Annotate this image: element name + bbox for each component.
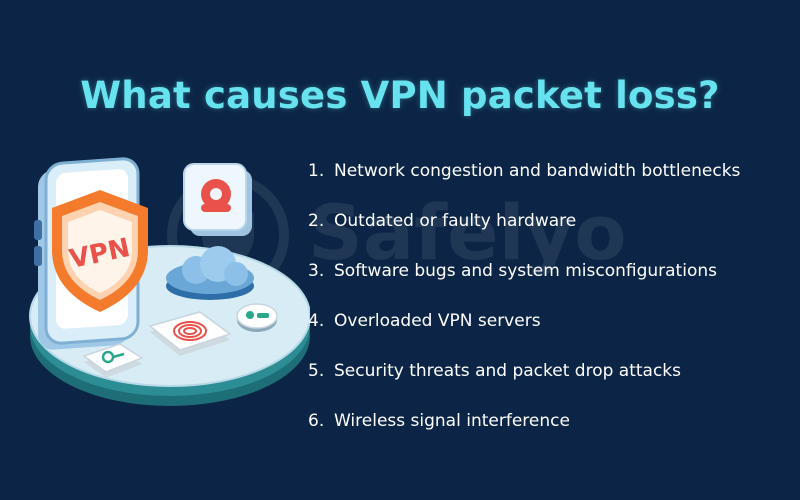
key-icon [82, 343, 144, 378]
list-item-text: Overloaded VPN servers [334, 311, 541, 331]
fingerprint-icon [148, 311, 232, 356]
list-item: 2. Outdated or faulty hardware [308, 196, 794, 246]
list-item-text: Wireless signal interference [334, 411, 570, 431]
page-title: What causes VPN packet loss? [80, 73, 720, 117]
location-pin-icon [183, 163, 252, 236]
watermark-text: Safelyo [308, 188, 627, 277]
cloud-icon [166, 246, 254, 300]
list-item-text: Software bugs and system misconfiguratio… [334, 261, 717, 281]
list-item: 3. Software bugs and system misconfigura… [308, 246, 794, 296]
list-item-number: 1. [308, 161, 325, 181]
list-item-number: 2. [308, 211, 325, 231]
user-chip-icon [236, 303, 278, 332]
list-item: 4. Overloaded VPN servers [308, 296, 794, 346]
vpn-shield-icon: VPN [52, 190, 148, 312]
list-item-number: 4. [308, 311, 325, 331]
list-item-number: 5. [308, 361, 325, 381]
list-item: 6. Wireless signal interference [308, 396, 794, 446]
list-item-number: 6. [308, 411, 325, 431]
list-item: 1. Network congestion and bandwidth bott… [308, 146, 794, 196]
list-item-text: Outdated or faulty hardware [334, 211, 577, 231]
list-item-number: 3. [308, 261, 325, 281]
list-item-text: Network congestion and bandwidth bottlen… [334, 161, 741, 181]
list-item-text: Security threats and packet drop attacks [334, 361, 681, 381]
causes-list: 1. Network congestion and bandwidth bott… [308, 146, 794, 446]
list-item: 5. Security threats and packet drop atta… [308, 346, 794, 396]
vpn-illustration: VPN [20, 150, 311, 420]
